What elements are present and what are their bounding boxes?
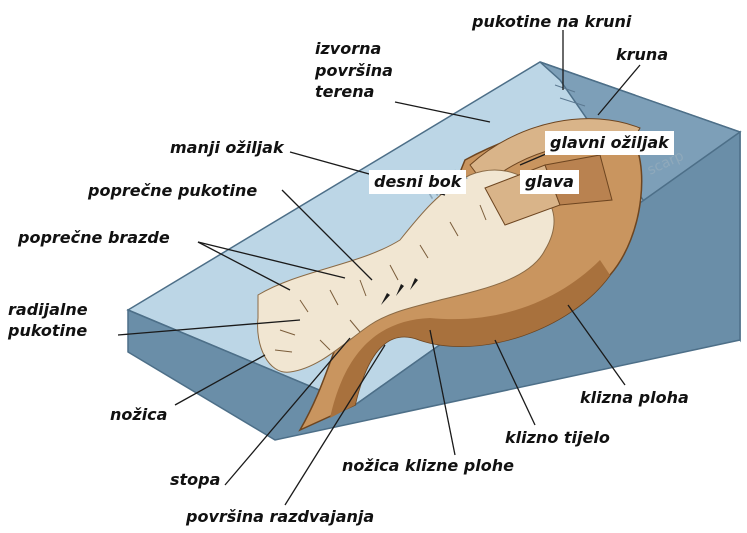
label-manji-oziljak: manji ožiljak <box>170 138 284 158</box>
label-glava: glava <box>520 170 579 194</box>
label-klizna-ploha: klizna ploha <box>580 388 689 408</box>
label-klizno-tijelo: klizno tijelo <box>505 428 610 448</box>
label-poprecne-pukotine: poprečne pukotine <box>88 181 257 201</box>
label-stopa: stopa <box>170 470 220 490</box>
label-pukotine-na-kruni: pukotine na kruni <box>472 12 631 32</box>
label-desni-bok: desni bok <box>369 170 466 194</box>
label-povrsina-razdvajanja: površina razdvajanja <box>186 507 374 527</box>
label-kruna: kruna <box>616 45 668 65</box>
label-nozica-klizne-plohe: nožica klizne plohe <box>342 456 514 476</box>
label-nozica: nožica <box>110 405 167 425</box>
label-izvorna-povrsina-terena: izvorna površina terena <box>315 38 393 103</box>
label-poprecne-brazde: poprečne brazde <box>18 228 170 248</box>
label-glavni-oziljak: glavni ožiljak <box>545 131 674 155</box>
label-radijalne-pukotine: radijalne pukotine <box>8 300 88 342</box>
